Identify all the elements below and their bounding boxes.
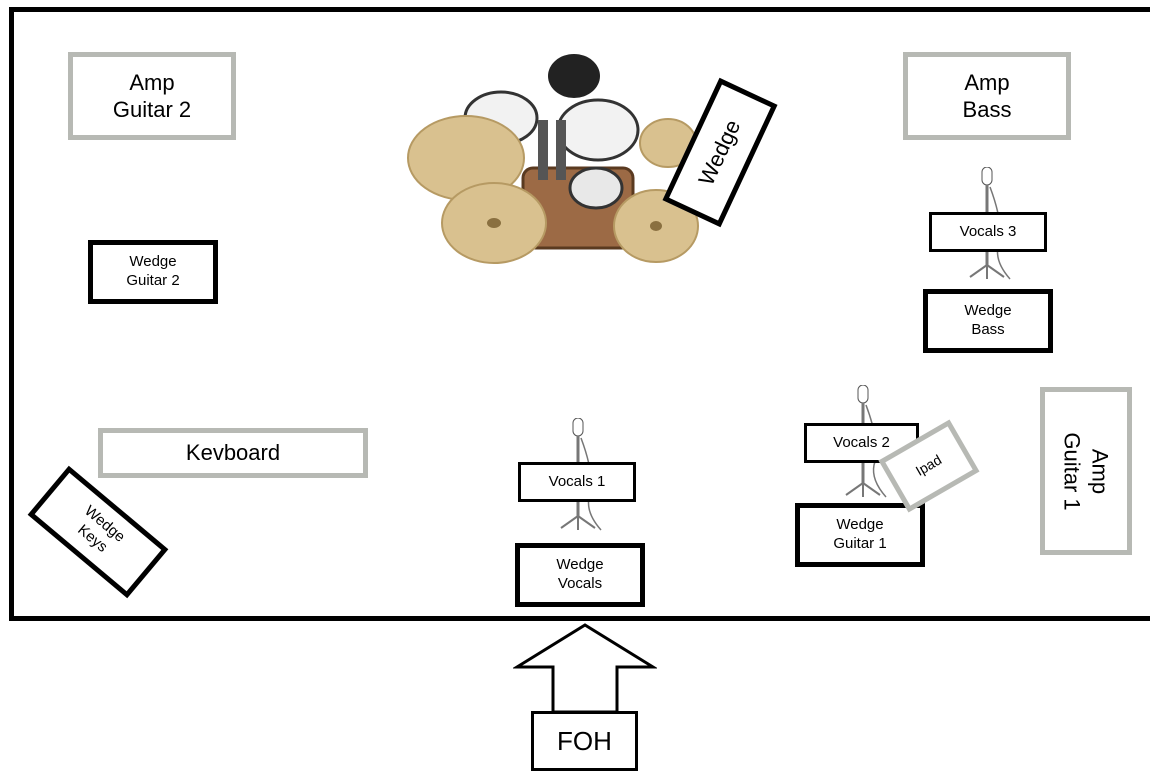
amp-guitar-1: Amp Guitar 1: [1040, 387, 1132, 555]
wedge-vocals: Wedge Vocals: [515, 543, 645, 607]
vocals-3-label: Vocals 3: [929, 212, 1047, 252]
amp-bass: Amp Bass: [903, 52, 1071, 140]
amp-guitar-2: Amp Guitar 2: [68, 52, 236, 140]
wedge-guitar-2: Wedge Guitar 2: [88, 240, 218, 304]
wedge-drums-label: Wedge: [693, 115, 746, 190]
vocals-1-label: Vocals 1: [518, 462, 636, 502]
wedge-bass: Wedge Bass: [923, 289, 1053, 353]
stage-outline: [9, 7, 1150, 621]
amp-guitar-1-label: Amp Guitar 1: [1059, 431, 1113, 511]
foh-arrow-icon: [513, 623, 657, 714]
wedge-guitar-1: Wedge Guitar 1: [795, 503, 925, 567]
keyboard: Kevboard: [98, 428, 368, 478]
drum-kit-icon: [407, 54, 699, 264]
foh-label: FOH: [531, 711, 638, 771]
